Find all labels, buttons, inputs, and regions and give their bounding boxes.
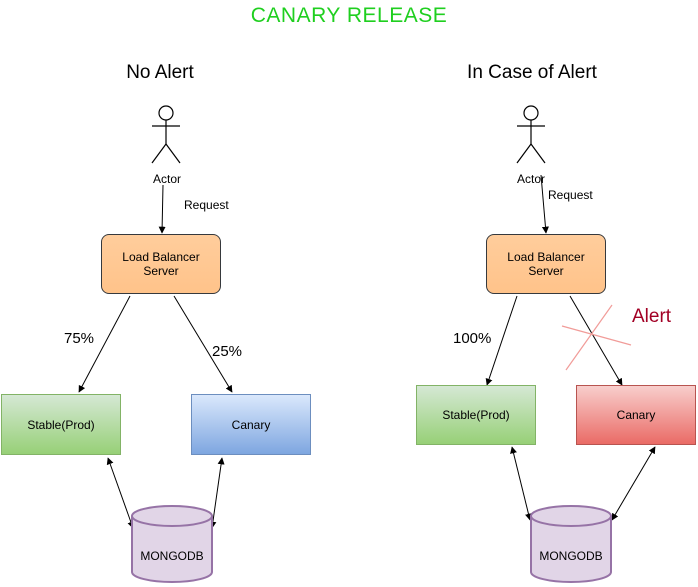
canary-db-arrow [611,446,656,521]
load-balancer-node[interactable]: Load Balancer Server [486,234,606,294]
canary-db-arrow [209,457,225,529]
stable-node[interactable]: Stable(Prod) [1,394,121,455]
stable-traffic-label: 100% [453,330,492,347]
stable-arrow [485,295,518,386]
section-heading-no-alert: No Alert [126,62,194,83]
request-label: Request [184,198,229,212]
stable-db-arrow [106,457,135,529]
actor-label: Actor [516,172,545,186]
database-label: MONGODB [140,549,204,563]
stable-traffic-label: 75% [64,330,95,347]
canary-traffic-label: 25% [212,343,243,360]
database-icon [131,505,213,583]
canary-arrow [569,295,623,386]
request-arrow [540,174,549,234]
blocked-cross-icon [561,304,632,371]
load-balancer-node[interactable]: Load Balancer Server [101,234,221,294]
stable-node[interactable]: Stable(Prod) [416,385,536,445]
canary-node-alert[interactable]: Canary [576,385,696,445]
database-label: MONGODB [539,549,603,563]
request-arrow [158,184,166,234]
actor-icon [151,105,181,164]
page-title: CANARY RELEASE [250,4,448,27]
alert-label: Alert [632,306,672,327]
canary-arrow [173,295,233,393]
section-heading-alert: In Case of Alert [467,62,597,83]
stable-arrow [78,295,131,393]
actor-icon [516,105,546,164]
stable-db-arrow [510,446,532,521]
canary-node[interactable]: Canary [191,394,311,455]
request-label: Request [548,188,593,202]
database-icon [530,505,612,583]
actor-label: Actor [152,172,181,186]
